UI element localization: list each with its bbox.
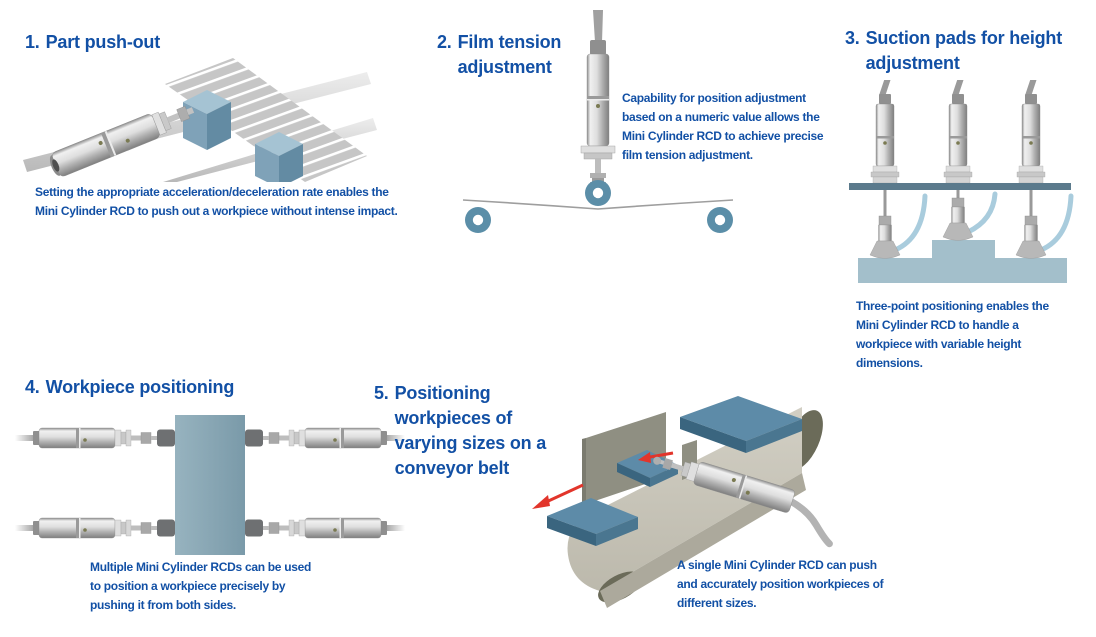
section-1-title: Part push-out — [45, 32, 161, 52]
workpiece-slab-front — [547, 498, 638, 546]
workpiece-cube-near — [183, 90, 231, 150]
section-4-title: Workpiece positioning — [45, 377, 235, 397]
conveyor-belt-illustration — [532, 396, 833, 608]
suction-cylinder-1 — [871, 80, 899, 183]
guide-panel — [586, 412, 666, 504]
section-4-caption: Multiple Mini Cylinder RCDs can be used … — [90, 560, 311, 612]
stepped-workpiece — [858, 240, 1067, 283]
flow-arrow — [532, 483, 584, 509]
mounting-bar — [849, 183, 1071, 190]
cylinder-bottom-left — [15, 517, 176, 539]
suction-cylinder-3 — [1017, 80, 1045, 183]
section-3-title: Suction pads for height adjustment — [865, 28, 1063, 73]
film — [462, 199, 734, 210]
belt-end-roller-left — [598, 571, 642, 603]
film-roller-center — [585, 180, 611, 206]
section-5-number: 5. — [374, 383, 389, 403]
belt-top-surface — [567, 407, 802, 591]
film-roller-right — [707, 207, 733, 233]
mini-cylinder-pusher — [653, 456, 833, 548]
cylinder-top-left — [15, 427, 176, 449]
mini-cylinder-vertical — [580, 10, 616, 187]
belt-band-lower — [163, 118, 377, 182]
section-1-caption: Setting the appropriate acceleration/dec… — [35, 185, 398, 218]
suction-cylinder-2 — [944, 80, 972, 183]
section-2-heading: 2. Film tension adjustment — [437, 30, 561, 80]
striped-conveyor — [165, 58, 367, 182]
cable — [593, 10, 603, 42]
cable — [788, 498, 833, 548]
air-tubes — [892, 191, 1074, 253]
suction-pad-left — [869, 190, 901, 259]
belt-band-upper — [23, 72, 371, 172]
section-3-caption: Three-point positioning enables the Mini… — [856, 299, 1049, 370]
belt-front-face — [600, 473, 806, 608]
section-2-number: 2. — [437, 32, 452, 52]
cylinder-bottom-right — [244, 517, 406, 539]
film-roller-left — [465, 207, 491, 233]
workpiece-positioning-illustration — [15, 415, 406, 555]
section-5-title: Positioning workpieces of varying sizes … — [394, 383, 547, 478]
conveyor-belt — [567, 407, 823, 608]
section-2-title: Film tension adjustment — [457, 32, 562, 77]
film-tension-illustration — [462, 10, 734, 233]
section-4-heading: 4. Workpiece positioning — [25, 375, 234, 400]
section-3-heading: 3. Suction pads for height adjustment — [845, 26, 1062, 76]
belt-end-roller-right — [785, 410, 823, 470]
positioned-workpiece-block — [175, 415, 245, 555]
suction-pads-illustration — [849, 80, 1074, 283]
section-5-heading: 5. Positioning workpieces of varying siz… — [374, 381, 546, 481]
cylinder-top-right — [244, 427, 406, 449]
guide-panel-edge — [582, 438, 586, 505]
mini-cylinder-actuator — [49, 105, 195, 177]
push-arrow — [638, 451, 674, 463]
workpiece-slab-large — [680, 396, 802, 453]
section-3-number: 3. — [845, 28, 860, 48]
workpiece-slab-medium — [617, 450, 678, 487]
section-2-caption: Capability for position adjustment based… — [622, 91, 824, 162]
part-push-out-illustration — [23, 58, 377, 182]
suction-pad-middle — [942, 190, 974, 241]
suction-pad-right — [1015, 190, 1047, 259]
workpiece-cube-far — [255, 132, 303, 182]
guide-panel-right-segment — [682, 440, 697, 480]
section-1-heading: 1. Part push-out — [25, 30, 160, 55]
section-1-number: 1. — [25, 32, 40, 52]
section-5-caption: A single Mini Cylinder RCD can push and … — [677, 558, 884, 610]
section-4-number: 4. — [25, 377, 40, 397]
